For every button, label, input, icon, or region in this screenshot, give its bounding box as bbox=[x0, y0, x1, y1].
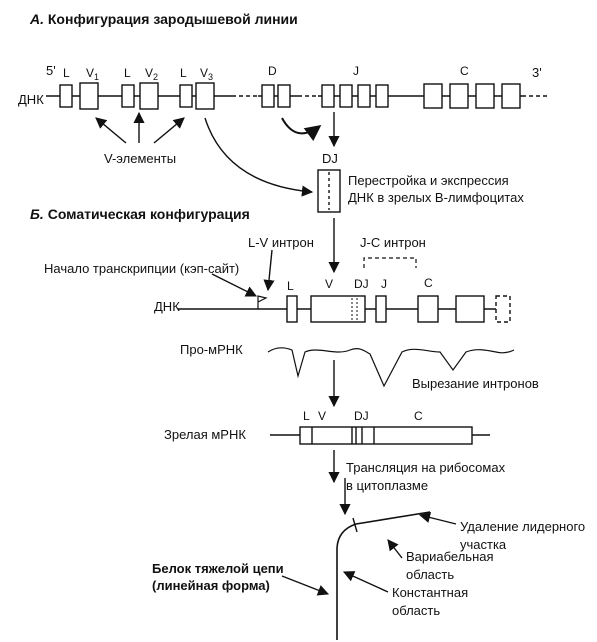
somatic-v-label: V bbox=[325, 277, 333, 291]
germline-v2-box bbox=[139, 82, 159, 110]
somatic-c2-box bbox=[455, 295, 485, 323]
rearrangement-text: Перестройка и экспрессия ДНК в зрелых В-… bbox=[348, 173, 524, 205]
somatic-j-box bbox=[375, 295, 387, 323]
somatic-l-box bbox=[286, 295, 298, 323]
germline-c-label: C bbox=[460, 64, 469, 78]
somatic-c3-box bbox=[495, 295, 511, 323]
somatic-segment-boxes bbox=[286, 295, 511, 323]
mature-v-label: V bbox=[318, 409, 326, 423]
mature-c-label: C bbox=[414, 409, 423, 423]
germline-v2-label: V2 bbox=[145, 66, 158, 82]
v-elements-label: V-элементы bbox=[104, 151, 177, 166]
variable-region-arrow bbox=[387, 539, 403, 559]
somatic-dj-label: DJ bbox=[354, 277, 369, 291]
translation-label: Трансляция на рибосомах в цитоплазме bbox=[346, 460, 506, 493]
germline-l2-box bbox=[121, 84, 135, 108]
somatic-l-label: L bbox=[287, 279, 294, 293]
jc-intron-bracket bbox=[363, 257, 417, 268]
somatic-dna-label: ДНК bbox=[154, 299, 180, 314]
v-element-arrows bbox=[95, 111, 185, 144]
germline-v1-box bbox=[79, 82, 99, 110]
mature-mrna-boxes bbox=[299, 426, 473, 445]
germline-3prime: 3' bbox=[532, 65, 542, 80]
somatic-c1-box bbox=[417, 295, 439, 323]
germline-c1-box bbox=[423, 83, 443, 109]
d-to-j-curved-arrow bbox=[281, 117, 322, 142]
germline-v3-box bbox=[195, 82, 215, 110]
germline-l3-label: L bbox=[180, 66, 187, 80]
germline-j4-box bbox=[375, 84, 389, 108]
germline-j1-box bbox=[321, 84, 335, 108]
cap-site-flag bbox=[257, 295, 268, 309]
germline-l1-label: L bbox=[63, 66, 70, 80]
germline-dna-label: ДНК bbox=[18, 92, 44, 107]
germline-l2-label: L bbox=[124, 66, 131, 80]
heavy-chain-arrow bbox=[281, 575, 330, 596]
section-a-title: Конфигурация зародышевой линии bbox=[47, 11, 298, 27]
mature-l-label: L bbox=[303, 409, 310, 423]
germline-d1-box bbox=[261, 84, 275, 108]
intron-excision-label: Вырезание интронов bbox=[412, 376, 539, 391]
protein-chain bbox=[336, 511, 431, 640]
germline-l1-box bbox=[59, 84, 73, 108]
germline-v3-label: V3 bbox=[200, 66, 213, 82]
pro-mrna-label: Про-мРНК bbox=[180, 342, 243, 357]
germline-5prime: 5' bbox=[46, 63, 56, 78]
lv-intron-label: L-V интрон bbox=[248, 235, 314, 250]
leader-removal-label: Удаление лидерного участка bbox=[460, 519, 586, 552]
leader-tick bbox=[352, 517, 358, 533]
section-a-letter: А. bbox=[30, 11, 44, 27]
mature-mrna-label: Зрелая мРНК bbox=[164, 427, 246, 442]
constant-region-arrow bbox=[342, 571, 389, 593]
germline-c3-box bbox=[475, 83, 495, 109]
mature-dj-label: DJ bbox=[354, 409, 369, 423]
germline-d2-box bbox=[277, 84, 291, 108]
germline-c4-box bbox=[501, 83, 521, 109]
pro-mrna-wave bbox=[267, 347, 515, 388]
leader-removal-arrow bbox=[418, 512, 457, 525]
v1-arrow bbox=[95, 117, 127, 144]
lv-intron-arrow bbox=[263, 249, 275, 292]
rearranged-dj-box bbox=[317, 169, 341, 213]
section-b-title: Соматическая конфигурация bbox=[47, 206, 250, 222]
heavy-chain-label: Белок тяжелой цепи (линейная форма) bbox=[152, 561, 284, 593]
transcription-start-arrow bbox=[211, 273, 258, 297]
section-b-letter: Б. bbox=[30, 206, 44, 222]
v3-to-dj-curved-arrow bbox=[204, 117, 314, 197]
constant-region-label: Константная область bbox=[392, 585, 469, 618]
germline-segment-boxes bbox=[59, 82, 521, 110]
section-a-heading: А. Конфигурация зародышевой линии bbox=[30, 11, 298, 27]
section-b-heading: Б. Соматическая конфигурация bbox=[30, 206, 250, 222]
somatic-j-label: J bbox=[381, 277, 387, 291]
somatic-vdj-box bbox=[310, 295, 366, 323]
germline-j3-box bbox=[357, 84, 371, 108]
germline-c2-box bbox=[449, 83, 469, 109]
germline-j2-box bbox=[339, 84, 353, 108]
jc-intron-label: J-C интрон bbox=[360, 235, 426, 250]
transcription-start-label: Начало транскрипции (кэп-сайт) bbox=[44, 261, 240, 276]
rearrangement-dj-label: DJ bbox=[322, 151, 338, 166]
germline-v1-label: V1 bbox=[86, 66, 99, 82]
v3-arrow bbox=[153, 117, 185, 144]
variable-region-label: Вариабельная область bbox=[406, 549, 494, 582]
germline-l3-box bbox=[179, 84, 193, 108]
germline-d-label: D bbox=[268, 64, 277, 78]
somatic-c-label: C bbox=[424, 276, 433, 290]
germline-j-label: J bbox=[353, 64, 359, 78]
